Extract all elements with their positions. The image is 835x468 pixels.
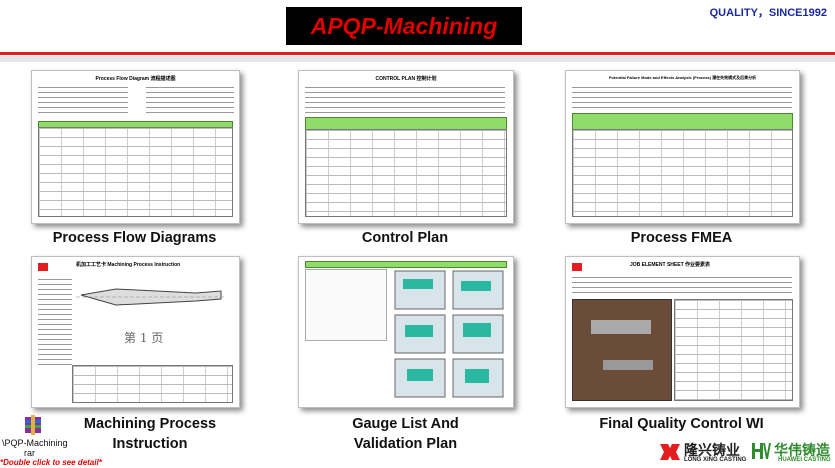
attachment-extension[interactable]: rar [24,448,35,458]
attachment-name[interactable]: \PQP-Machining [2,438,68,448]
huawei-logo-cn: 华伟铸造 [774,442,830,458]
longxing-mini-logo-2 [572,263,582,271]
huawei-logo-en: HUAWEI CASTING [778,457,831,463]
fmea-thumbnail: Potential Failure Mode and Effects Analy… [570,75,795,219]
machining-page-number: 第 1 页 [124,331,164,345]
header-divider [0,52,835,55]
control-plan-doc-title: CONTROL PLAN 控制计划 [375,76,437,82]
longxing-mini-logo [38,263,48,271]
fmea-doc-title: Potential Failure Mode and Effects Analy… [608,75,757,80]
page-title-box: APQP-Machining [286,7,522,45]
longxing-logo-en: LONG XING CASTING [684,457,747,463]
card-label-final-qc-wi: Final Quality Control WI [599,416,764,432]
inspection-photo [572,299,672,401]
card-process-fmea[interactable]: Potential Failure Mode and Effects Analy… [565,70,800,224]
longxing-logo-icon [660,444,680,460]
card-final-qc-wi[interactable]: JOB ELEMENT SHEET 作业要素表 [565,256,800,408]
card-process-flow[interactable]: Process Flow Diagram 流程描述图 [31,70,240,224]
machining-doc-title: 机加工工艺卡 Machining Process Instruction [76,262,181,268]
card-label-process-flow: Process Flow Diagrams [52,230,217,246]
machining-instruction-thumbnail: 机加工工艺卡 Machining Process Instruction 第 1… [36,261,235,403]
card-machining-instruction[interactable]: 机加工工艺卡 Machining Process Instruction 第 1… [31,256,240,408]
gauge-fixture-images [394,270,504,398]
gauge-list-thumbnail [303,261,509,403]
final-qc-thumbnail: JOB ELEMENT SHEET 作业要素表 [570,261,795,403]
control-plan-thumbnail: CONTROL PLAN 控制计划 [303,75,509,219]
card-label-process-fmea: Process FMEA [630,230,733,246]
process-flow-doc-title: Process Flow Diagram 流程描述图 [95,76,176,82]
page-title: APQP-Machining [310,12,498,39]
card-label-machining-instruction: Machining Process Instruction [83,416,217,452]
longxing-logo-cn: 隆兴铸业 [684,442,740,458]
card-label-gauge-list: Gauge List And Validation Plan [352,416,459,452]
process-flow-thumbnail: Process Flow Diagram 流程描述图 [36,75,235,219]
card-label-control-plan: Control Plan [361,230,449,246]
card-gauge-list[interactable] [298,256,514,408]
machined-part-drawing [76,288,226,306]
huawei-logo-icon [752,443,771,459]
job-sheet-title: JOB ELEMENT SHEET 作业要素表 [630,262,711,268]
header-band [0,56,835,62]
rar-archive-icon[interactable] [24,415,42,435]
card-control-plan[interactable]: CONTROL PLAN 控制计划 [298,70,514,224]
company-tagline: QUALITY，SINCE1992 [709,7,827,19]
attachment-hint: *Double click to see detail* [0,458,102,467]
